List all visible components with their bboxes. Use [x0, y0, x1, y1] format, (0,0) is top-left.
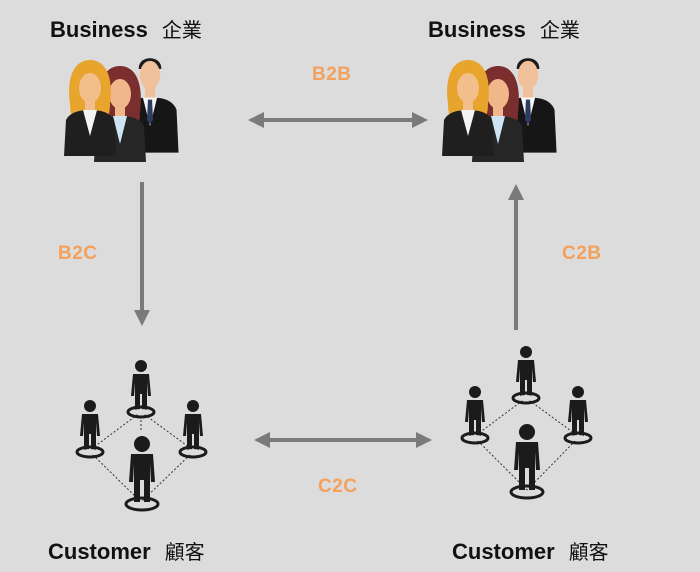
customer-right-title-ja: 顧客	[568, 540, 609, 564]
business-left-title-en: Business	[50, 17, 148, 42]
customer-right-title-en: Customer	[452, 539, 555, 564]
edge-label-b2b: B2B	[312, 64, 352, 85]
customer-left-title: Customer 顧客	[48, 536, 205, 565]
customer-right-network-icon	[460, 344, 593, 500]
edge-label-c2b: C2B	[562, 243, 602, 264]
edge-label-b2c: B2C	[58, 243, 98, 264]
business-right-people-icon	[442, 58, 557, 162]
business-left-title-ja: 企業	[161, 18, 202, 42]
edge-label-c2c: C2C	[318, 476, 358, 497]
business-right-title: Business 企業	[428, 14, 580, 43]
customer-left-title-ja: 顧客	[164, 540, 205, 564]
customer-left-title-en: Customer	[48, 539, 151, 564]
business-left-title: Business 企業	[50, 14, 202, 43]
customer-right-title: Customer 顧客	[452, 536, 609, 565]
business-left-people-icon	[64, 58, 179, 162]
business-right-title-en: Business	[428, 17, 526, 42]
business-right-title-ja: 企業	[539, 18, 580, 42]
customer-left-network-icon	[75, 358, 208, 512]
